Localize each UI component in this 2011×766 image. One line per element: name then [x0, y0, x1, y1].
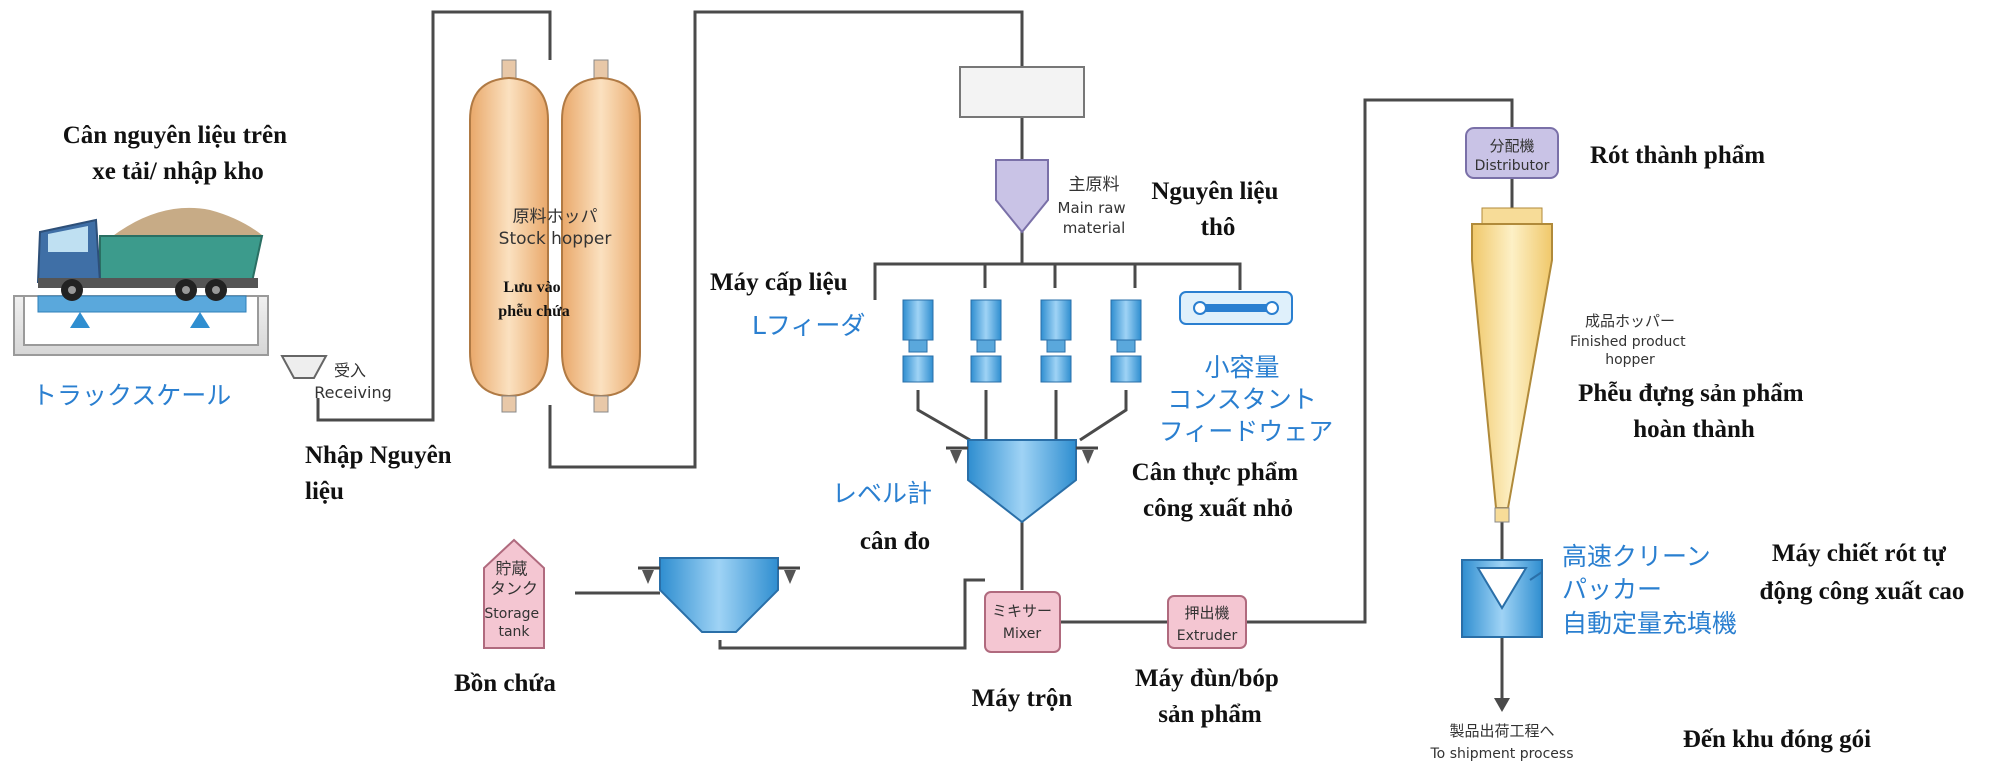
pipe-receiving-to-hopper [316, 10, 552, 422]
truck-chassis [38, 278, 258, 288]
distributor-box [1465, 127, 1559, 179]
feeder-jp: Lフィーダ [752, 311, 865, 340]
top-bin [959, 66, 1085, 118]
transfer-hopper [638, 557, 800, 633]
storage-tank [483, 538, 545, 649]
small-feeder-vn: Cân thực phẩm công xuất nhỏ [1132, 459, 1305, 522]
mixer-vn: Máy trộn [972, 685, 1073, 712]
truck-bed [99, 235, 264, 283]
level-vn: cân đo [860, 528, 930, 555]
truck-window [48, 226, 88, 252]
hopper-cap-bottom-2 [593, 395, 609, 413]
main-raw-funnel [995, 159, 1049, 234]
storage-jp: 貯蔵 タンク [490, 559, 538, 598]
small-feeder-jp: 小容量 コンスタント フィードウェア [1159, 353, 1334, 446]
arrow-down-icon [1494, 698, 1510, 712]
pipe-feeder1-out [916, 390, 971, 442]
hopper-tank-2 [561, 76, 641, 398]
receiving-vn: Nhập Nguyên liệu [305, 442, 458, 505]
feeder-2 [970, 299, 1002, 383]
finished-jp: 成品ホッパー [1585, 312, 1675, 330]
truck-hub-2 [182, 286, 190, 294]
distributor-jp: 分配機 [1489, 137, 1534, 155]
extruder-vn: Máy đùn/bóp sản phẩm [1135, 665, 1285, 728]
mixer-en: Mixer [1003, 626, 1041, 642]
packer-vn: Máy chiết rót tự động công xuất cao [1760, 540, 1965, 605]
storage-vn: Bồn chứa [454, 670, 556, 697]
finished-en: Finished product hopper [1570, 334, 1690, 368]
distributor-vn: Rót thành phẩm [1590, 142, 1765, 169]
distributor-en: Distributor [1475, 158, 1550, 174]
extruder-box [1167, 595, 1247, 649]
mixer-jp: ミキサー [992, 602, 1052, 620]
truck-icon [36, 207, 264, 301]
truck-scale-jp: トラックスケール [32, 381, 231, 410]
shipment-jp: 製品出荷工程へ [1449, 722, 1554, 740]
hopper-cap-bottom-1 [501, 395, 517, 413]
scale-support-right [190, 312, 210, 328]
pipe-extruder-to-distributor [1246, 98, 1514, 624]
feeder-3 [1040, 299, 1072, 383]
main-raw-jp: 主原料 [1069, 175, 1120, 195]
storage-en: Storage tank [484, 606, 543, 640]
pipe-manifold [873, 262, 1242, 282]
truck-hub-3 [212, 286, 220, 294]
truck-scale [13, 207, 269, 356]
receiving-funnel [280, 355, 328, 379]
pipe-hopper-to-main [548, 10, 1024, 469]
feeder-4 [1110, 299, 1142, 383]
main-raw-vn: Nguyên liệu thô [1151, 178, 1284, 241]
l-feeders [873, 282, 1242, 383]
feeder-1 [902, 299, 934, 383]
mixer-box [984, 591, 1061, 653]
scale-support-left [70, 312, 90, 328]
receiving-en: Receiving [314, 383, 392, 402]
shipment-vn: Đến khu đóng gói [1683, 726, 1871, 753]
pipes [316, 10, 1514, 712]
hopper-tank-1 [469, 76, 549, 398]
finished-vn: Phễu đựng sản phẩm hoàn thành [1578, 380, 1810, 443]
stock-hopper [469, 59, 641, 413]
packer-machine [1461, 559, 1543, 638]
pipe-feeder4-out [1079, 390, 1128, 442]
extruder-jp: 押出機 [1184, 604, 1229, 622]
stock-hopper-en: Stock hopper [499, 229, 612, 249]
receiving-jp: 受入 [334, 361, 366, 380]
finished-hopper [1471, 207, 1553, 523]
level-jp: レベル計 [832, 479, 932, 508]
belt-feeder-icon [1179, 291, 1293, 325]
packer-jp: 高速クリーン パッカー 自動定量充填機 [1562, 542, 1737, 638]
level-hopper [946, 439, 1098, 524]
pipe-hopper-to-mixer [718, 578, 985, 650]
shipment-en: To shipment process [1430, 746, 1574, 762]
truck-hub-1 [68, 286, 76, 294]
scale-platform [37, 295, 247, 313]
extruder-en: Extruder [1177, 628, 1238, 644]
main-raw-en: Main raw material [1058, 199, 1131, 237]
truck-scale-vn: Cân nguyên liệu trên xe tải/ nhập kho [63, 122, 294, 185]
stock-hopper-jp: 原料ホッパ [513, 207, 598, 227]
truck-load [110, 207, 262, 238]
stock-hopper-vn: Lưu vào phễu chứa [498, 279, 569, 320]
feeder-vn: Máy cấp liệu [710, 269, 848, 296]
